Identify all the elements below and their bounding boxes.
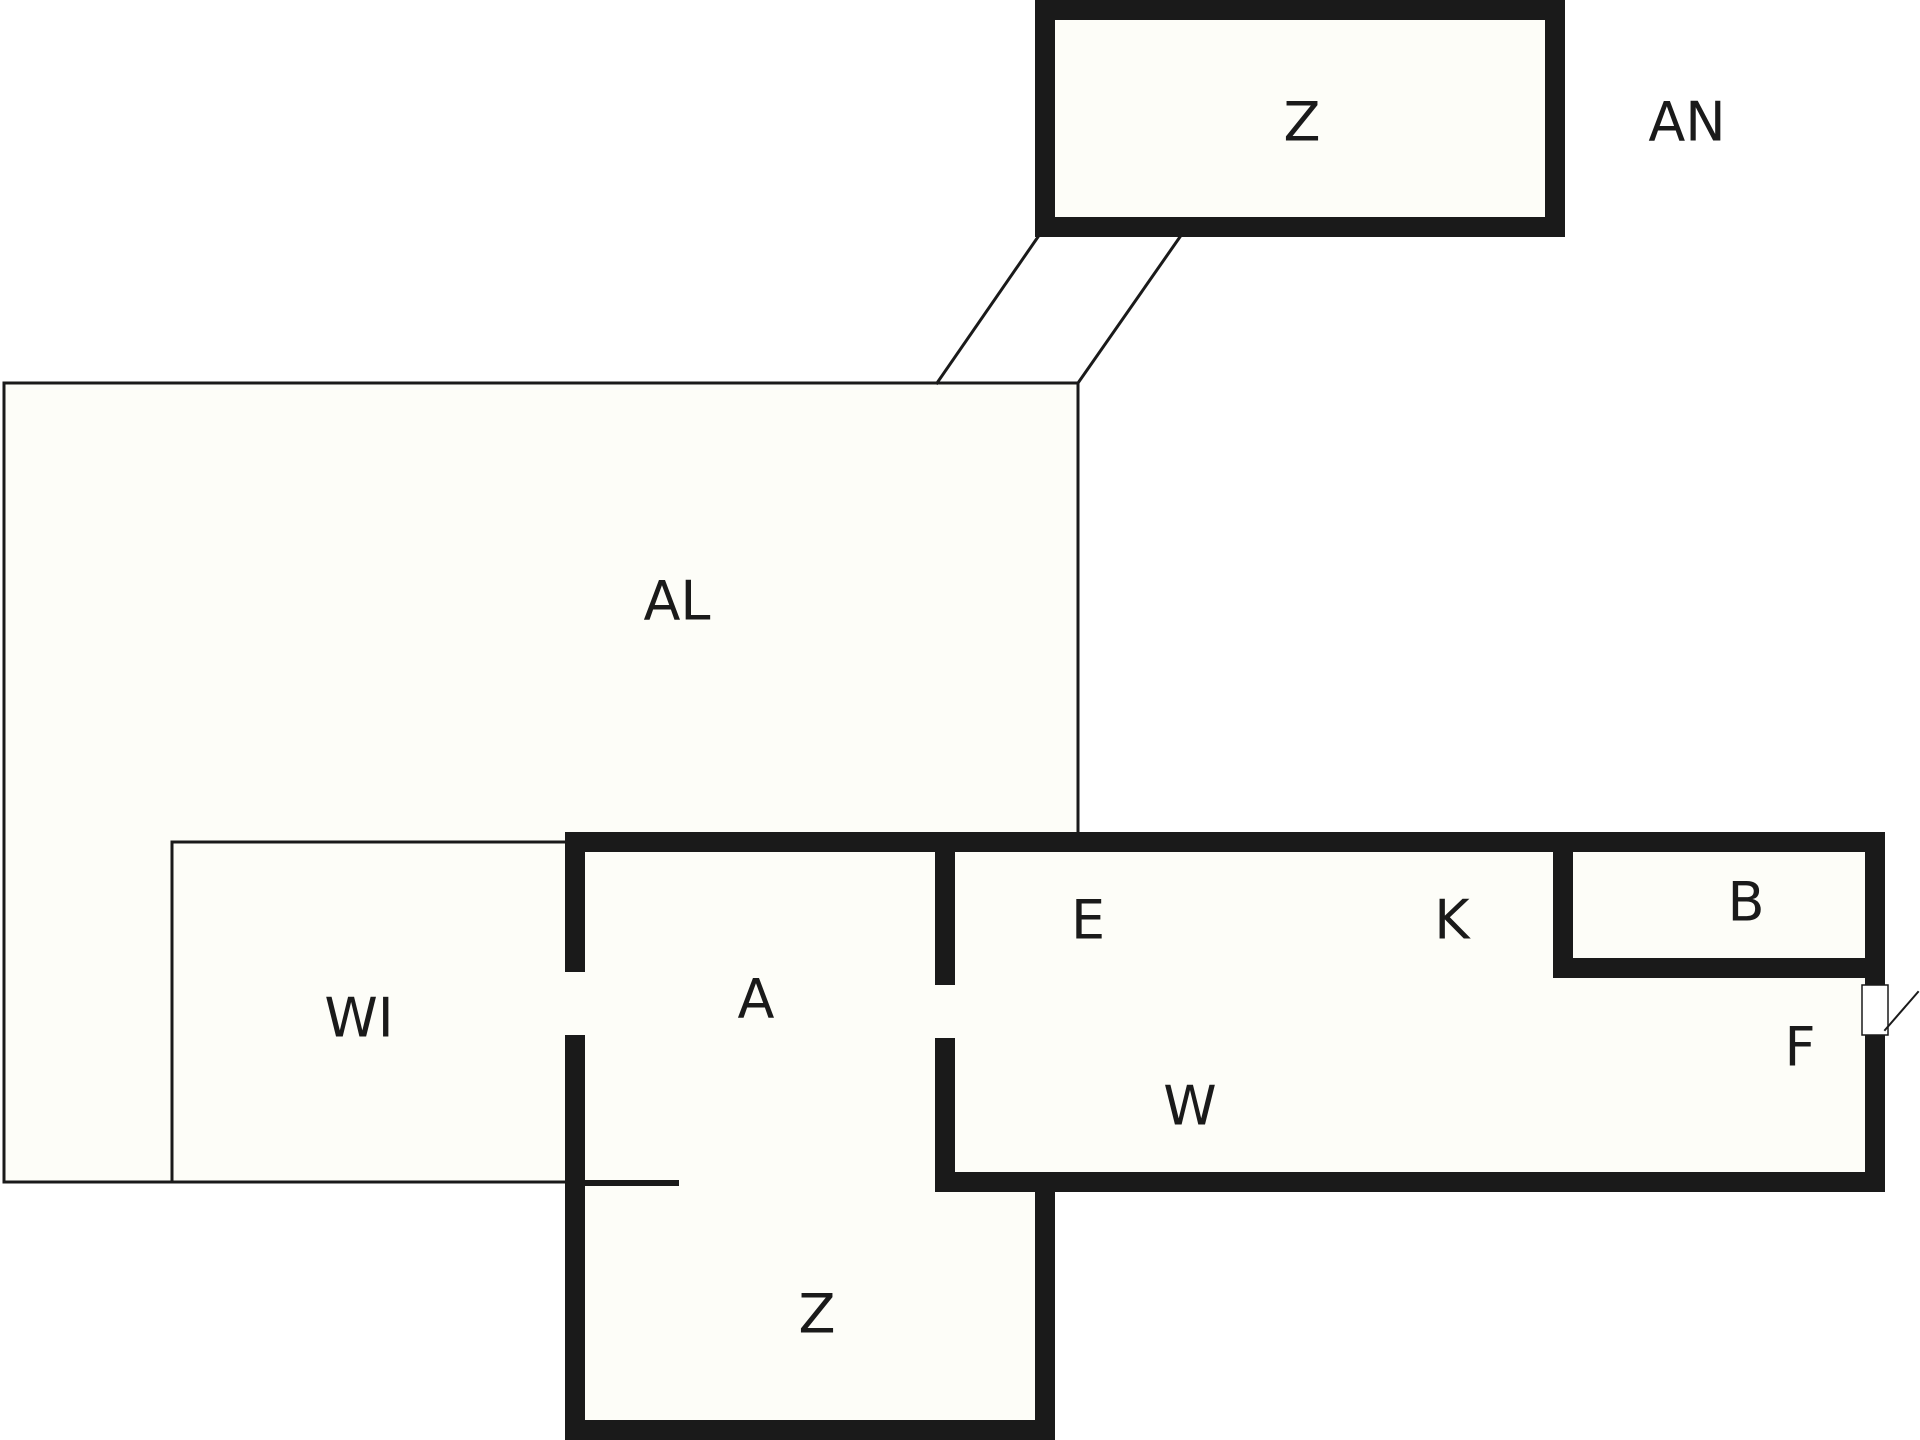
wall-top-z <box>1035 0 1565 237</box>
stair-line-left <box>934 231 1043 386</box>
wall-wi-outline <box>170 840 577 1184</box>
label-an: AN <box>1648 91 1725 154</box>
floor-fills <box>4 10 1875 1438</box>
label-a: A <box>738 968 775 1031</box>
door-right-wall <box>1861 984 1889 1036</box>
label-top-z: Z <box>1284 91 1321 154</box>
label-e: E <box>1071 889 1105 952</box>
room-fill-main <box>575 842 1875 1182</box>
room-fill-top-z <box>1045 10 1555 227</box>
label-wi: WI <box>324 987 393 1050</box>
wall-al-outline <box>2 381 1080 1184</box>
door-swing-line <box>1883 990 1920 1032</box>
label-bottom-z: Z <box>799 1283 836 1346</box>
label-b: B <box>1727 871 1764 934</box>
label-f: F <box>1784 1016 1815 1079</box>
label-k: K <box>1434 889 1471 952</box>
label-al: AL <box>643 570 710 633</box>
room-fill-bottom-z <box>575 1180 1045 1438</box>
stair-line-right <box>1075 231 1185 386</box>
label-w: W <box>1163 1075 1216 1138</box>
main-walls <box>565 832 1885 1440</box>
